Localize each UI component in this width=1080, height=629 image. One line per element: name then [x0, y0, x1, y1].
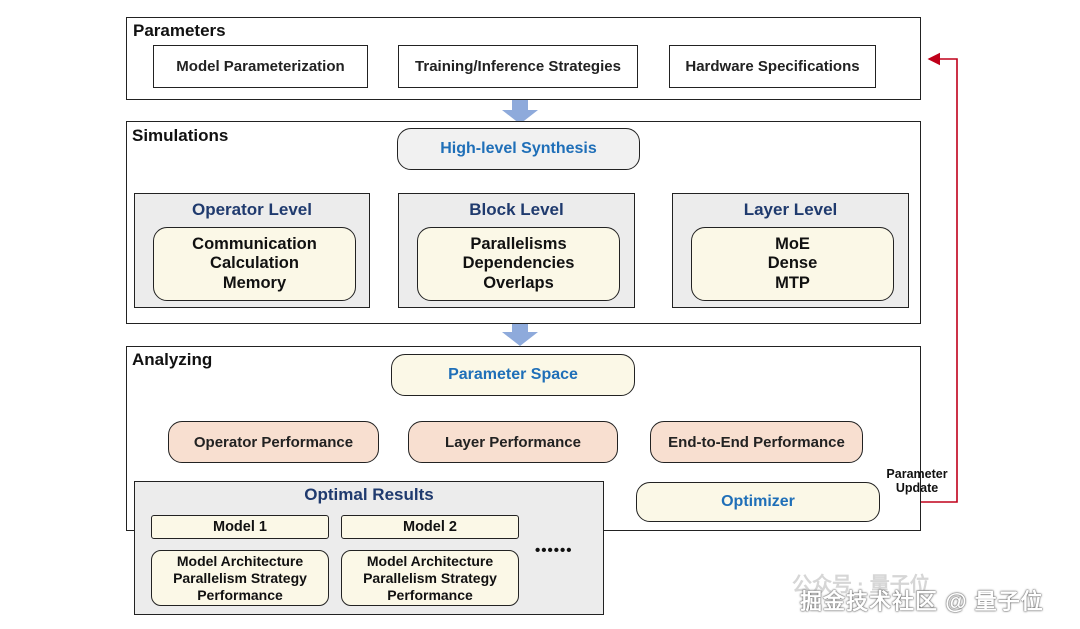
block-level-panel: Block Level Parallelisms Dependencies Ov…: [398, 193, 635, 308]
model-1-details: Model Architecture Parallelism Strategy …: [151, 550, 329, 606]
parameter-space-label: Parameter Space: [448, 366, 578, 383]
high-level-synthesis-box: High-level Synthesis: [397, 128, 640, 170]
optimal-results-panel: Optimal Results Model 1 Model Architectu…: [134, 481, 604, 615]
parameters-section: Parameters Model Parameterization Traini…: [126, 17, 921, 100]
parameter-space-box: Parameter Space: [391, 354, 635, 396]
model-2-detail-line: Model Architecture: [366, 552, 494, 569]
operator-level-items: Communication Calculation Memory: [153, 227, 356, 301]
param-model-parameterization: Model Parameterization: [153, 45, 368, 88]
block-level-items: Parallelisms Dependencies Overlaps: [417, 227, 620, 301]
model-1-detail-line: Model Architecture: [176, 552, 304, 569]
block-level-item: Overlaps: [483, 273, 554, 292]
operator-level-item: Calculation: [210, 254, 299, 273]
optimal-results-title: Optimal Results: [304, 485, 434, 504]
stage-arrow-sim-to-analyzing: [502, 324, 538, 346]
watermark-faint-text: 公众号 · 量子位: [792, 574, 930, 596]
layer-level-item: Dense: [767, 254, 818, 273]
param-training-inference-strategies: Training/Inference Strategies: [398, 45, 638, 88]
block-level-item: Parallelisms: [470, 234, 567, 253]
operator-level-item: Memory: [222, 273, 287, 292]
optimizer-box: Optimizer: [636, 482, 880, 522]
operator-level-item: Communication: [192, 234, 317, 253]
layer-level-item: MTP: [775, 273, 810, 292]
end-to-end-performance-box: End-to-End Performance: [650, 421, 863, 463]
parameters-title: Parameters: [133, 21, 226, 40]
model-2-label: Model 2: [341, 515, 519, 539]
layer-level-panel: Layer Level MoE Dense MTP: [672, 193, 909, 308]
param-hardware-specifications: Hardware Specifications: [669, 45, 876, 88]
stage-arrow-params-to-sim: [502, 100, 538, 124]
simulations-title: Simulations: [132, 126, 229, 145]
model-2-details: Model Architecture Parallelism Strategy …: [341, 550, 519, 606]
optimizer-label: Optimizer: [721, 493, 795, 510]
more-models-ellipsis: ••••••: [535, 542, 573, 559]
operator-level-title: Operator Level: [192, 200, 312, 219]
model-1-detail-line: Performance: [197, 586, 283, 603]
layer-level-title: Layer Level: [743, 200, 838, 219]
model-2-detail-line: Parallelism Strategy: [363, 569, 497, 586]
operator-performance-box: Operator Performance: [168, 421, 379, 463]
model-1-label: Model 1: [151, 515, 329, 539]
model-1-detail-line: Parallelism Strategy: [173, 569, 307, 586]
operator-level-panel: Operator Level Communication Calculation…: [134, 193, 370, 308]
layer-level-item: MoE: [775, 234, 810, 253]
parameter-update-label: Parameter Update: [886, 467, 948, 495]
high-level-synthesis-label: High-level Synthesis: [440, 140, 597, 157]
block-level-title: Block Level: [469, 200, 564, 219]
block-level-item: Dependencies: [462, 254, 575, 273]
analyzing-title: Analyzing: [132, 350, 213, 369]
layer-performance-box: Layer Performance: [408, 421, 618, 463]
model-2-detail-line: Performance: [387, 586, 473, 603]
watermark-text: 掘金技术社区 @ 量子位: [800, 589, 1044, 614]
layer-level-items: MoE Dense MTP: [691, 227, 894, 301]
